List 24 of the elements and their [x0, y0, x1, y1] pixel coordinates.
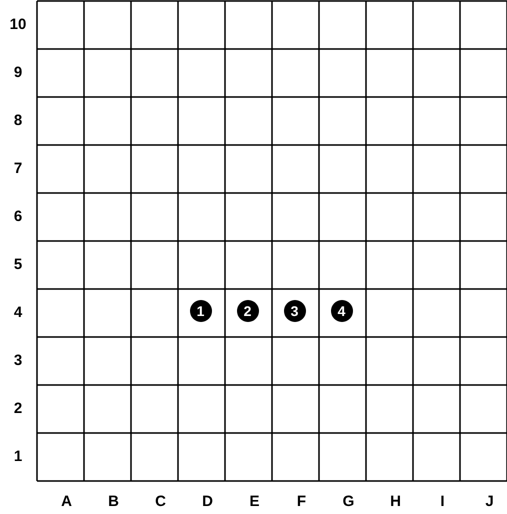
column-label: I: [439, 493, 446, 511]
numbered-stone: 2: [236, 300, 258, 322]
column-label: G: [342, 493, 356, 511]
column-label: B: [107, 493, 120, 511]
column-label: E: [248, 493, 260, 511]
row-label: 6: [12, 208, 24, 226]
numbered-stone: 4: [330, 300, 352, 322]
row-label: 7: [12, 160, 24, 178]
column-label: A: [60, 493, 73, 511]
row-label: 3: [12, 352, 24, 370]
row-label: 1: [12, 448, 24, 466]
numbered-stone: 3: [284, 300, 306, 322]
column-label: C: [154, 493, 167, 511]
column-label: H: [389, 493, 402, 511]
row-label: 8: [12, 112, 24, 130]
column-label: J: [484, 493, 495, 511]
row-label: 5: [12, 256, 24, 274]
row-label: 4: [12, 304, 24, 322]
column-label: D: [201, 493, 214, 511]
row-label: 10: [8, 16, 28, 34]
column-label: F: [296, 493, 308, 511]
row-label: 2: [12, 400, 24, 418]
numbered-stone: 1: [190, 300, 212, 322]
row-label: 9: [12, 64, 24, 82]
